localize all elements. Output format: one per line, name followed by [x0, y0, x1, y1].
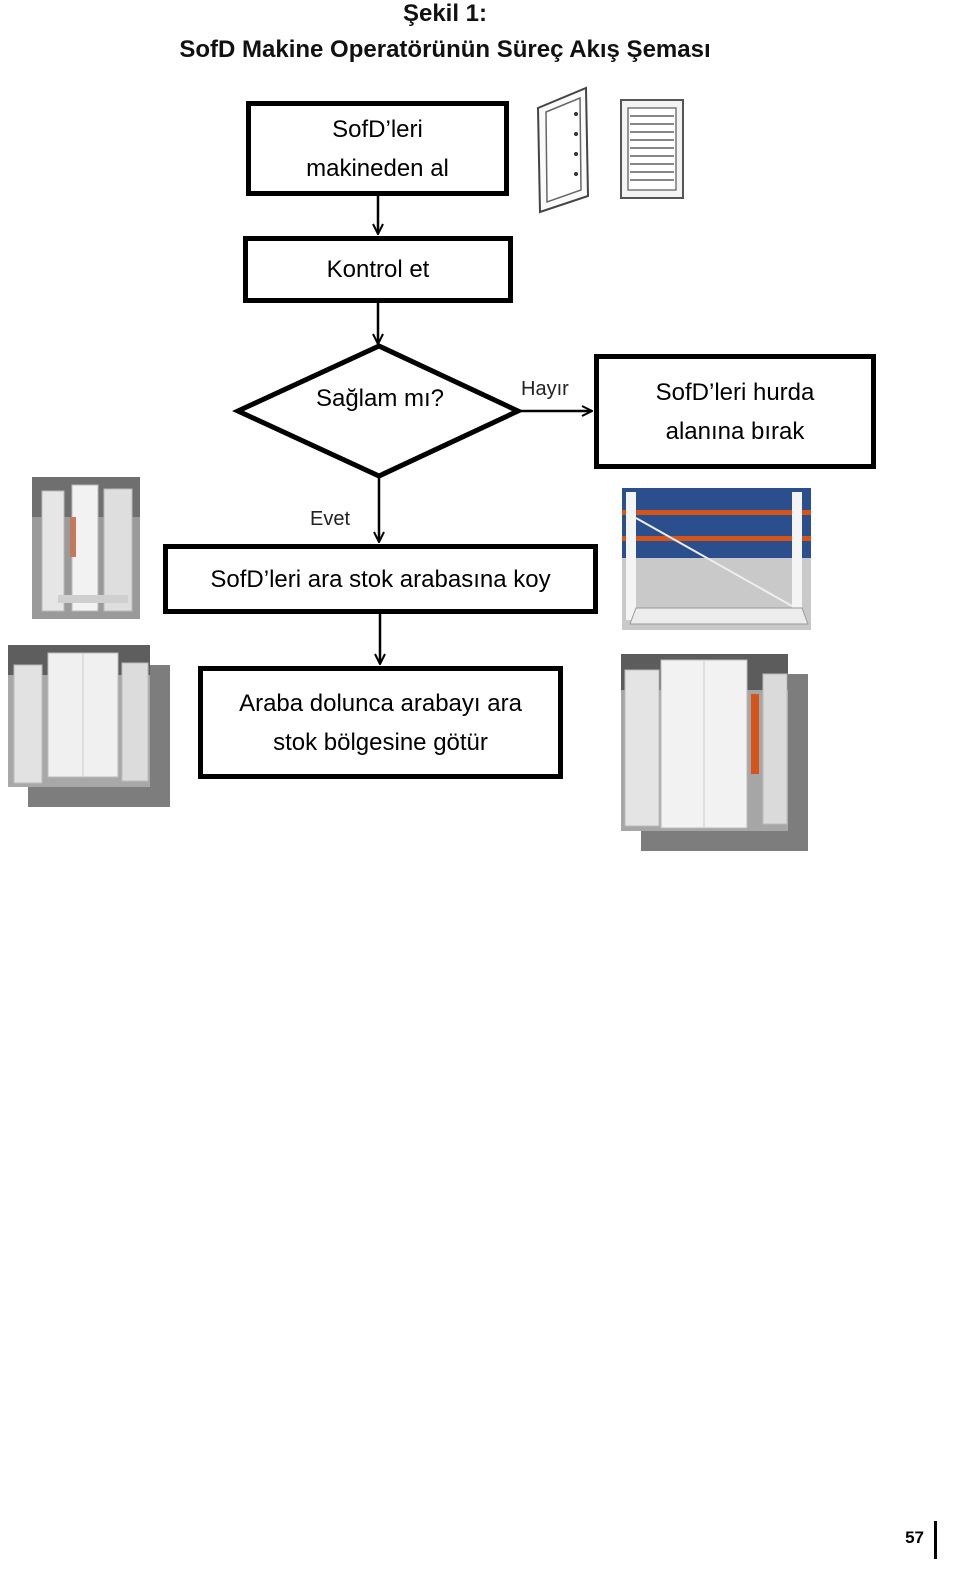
empty-cart-photo	[622, 488, 811, 630]
no-branch-label: Hayır	[521, 378, 569, 400]
step-check-label: Kontrol et	[326, 256, 430, 283]
grille-panel-drawing	[620, 99, 684, 199]
step-check: Kontrol et	[243, 236, 513, 303]
step-move-line2: stok bölgesine götür	[273, 728, 488, 756]
step-move-line1: Araba dolunca arabayı ara	[239, 689, 522, 717]
step-scrap-line1: SofD’leri hurda	[655, 378, 815, 406]
step-remove-line1: SofD’leri	[332, 115, 423, 143]
step-scrap: SofD’leri hurda alanına bırak	[594, 354, 876, 469]
loaded-carts-photo	[32, 477, 140, 619]
figure-label: Şekil 1:	[402, 0, 488, 27]
decision-label: Sağlam mı?	[315, 385, 445, 412]
stock-area-carts-photo	[621, 654, 808, 851]
step-remove-line2: makineden al	[306, 154, 449, 182]
door-frame-drawing	[536, 86, 590, 214]
step-remove-from-machine: SofD’leri makineden al	[246, 101, 509, 196]
page-number-rule	[934, 1521, 937, 1559]
yes-branch-label: Evet	[310, 508, 351, 530]
step-cart-label: SofD’leri ara stok arabasına koy	[210, 565, 551, 593]
step-scrap-line2: alanına bırak	[665, 417, 805, 445]
figure-title: SofD Makine Operatörünün Süreç Akış Şema…	[179, 36, 711, 63]
step-put-on-cart: SofD’leri ara stok arabasına koy	[163, 544, 598, 614]
full-carts-photo	[8, 645, 170, 807]
step-move-cart: Araba dolunca arabayı ara stok bölgesine…	[198, 666, 563, 779]
page-number: 57	[905, 1528, 924, 1547]
